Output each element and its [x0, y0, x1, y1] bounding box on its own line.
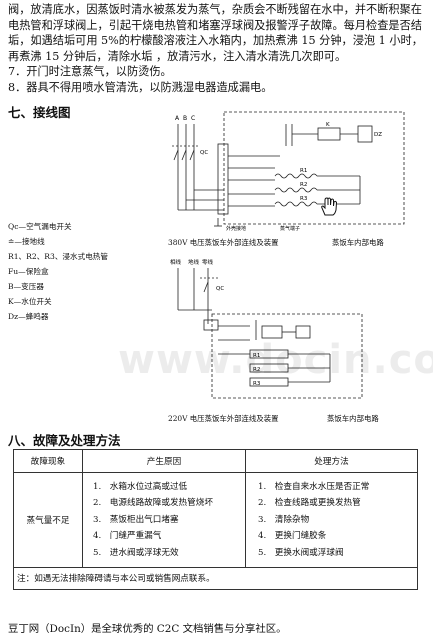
diagram1-caption-right: 蒸饭车内部电路	[332, 238, 384, 247]
header-cause: 产生原因	[82, 449, 246, 473]
legend-buzzer: Dz—蜂鸣器	[8, 312, 49, 321]
wiring-diagram-380v: A B C QC R1 R2 R3 K DZ 外壳接地 蒸气端子	[172, 111, 405, 232]
table-note-row: 注：如遇无法排除障碍请与本公司或销售网点联系。	[13, 566, 418, 590]
troubleshooting-heading: 八、故障及处理方法	[8, 433, 121, 448]
qc-label: QC	[200, 150, 208, 156]
ground-label: 外壳接地	[226, 225, 246, 232]
reasons-cell: 1. 水箱水位过高或过低 2. 电源线路故障或发热管烧坏 3. 蒸饭柜出气口堵塞…	[82, 472, 246, 568]
troubleshooting-table: 故障现象 产生原因 处理方法 蒸气量不足 1. 水箱水位过高或过低 2. 电源线…	[13, 449, 418, 590]
legend-qc: Qc—空气漏电开关	[8, 222, 72, 231]
top-label-ground: 地线	[188, 258, 200, 266]
reason-item: 2. 电源线路故障或发热管烧坏	[93, 498, 213, 509]
method-item: 5. 更换水阀或浮球阀	[258, 547, 344, 558]
wiring-diagram-220v: 相线 地线 零线 QC R1 R2 R3	[170, 258, 363, 399]
table-header-row: 故障现象 产生原因 处理方法	[13, 449, 418, 473]
legend-level-switch: K—水位开关	[8, 297, 52, 306]
phase-label-c: C	[191, 115, 195, 122]
reason-item: 5. 进水阀或浮球无效	[93, 547, 179, 558]
table-row: 蒸气量不足 1. 水箱水位过高或过低 2. 电源线路故障或发热管烧坏 3. 蒸饭…	[13, 472, 418, 568]
watermark: www.docin.com	[118, 337, 433, 383]
r3-label: R3	[300, 196, 308, 202]
reason-item: 4. 门缝严重漏气	[93, 531, 162, 542]
diagram2-caption-right: 蒸饭车内部电路	[327, 414, 379, 423]
wiring-heading: 七、接线图	[8, 105, 71, 120]
header-method: 处理方法	[245, 449, 418, 473]
legend-transformer: B—变压器	[8, 282, 44, 291]
reason-item: 1. 水箱水位过高或过低	[93, 482, 188, 492]
r2-label-2: R2	[253, 367, 260, 373]
instruction-item-8: 8．器具不得用喷水管清洗，以防溅湿电器造成漏电。	[8, 81, 273, 94]
symptom-cell: 蒸气量不足	[13, 472, 83, 568]
r1-label: R1	[300, 168, 307, 174]
note-cell: 注：如遇无法排除障碍请与本公司或销售网点联系。	[13, 566, 418, 590]
k-label: K	[326, 122, 330, 128]
reason-item: 3. 蒸饭柜出气口堵塞	[93, 514, 179, 525]
header-symptom: 故障现象	[13, 449, 83, 473]
footer-text: 豆丁网（DocIn）是全球优秀的 C2C 文档销售与分享社区。	[8, 623, 287, 635]
r3-label-2: R3	[253, 381, 261, 387]
method-item: 4. 更换门缝胶条	[258, 531, 327, 542]
diagram2-caption-left: 220V 电压蒸饭车外部连线及装置	[168, 414, 279, 423]
phase-label-b: B	[183, 115, 187, 122]
dz-label: DZ	[374, 132, 382, 138]
top-label-neutral: 零线	[202, 258, 214, 266]
instruction-item-7: 7．开门时注意蒸气，以防烫伤。	[8, 65, 172, 78]
qc2-label: QC	[216, 286, 224, 292]
r1-label-2: R1	[253, 353, 260, 359]
terminal-label: 蒸气端子	[280, 225, 300, 232]
diagram1-caption-left: 380V 电压蒸饭车外部连线及装置	[168, 238, 279, 247]
top-label-phase: 相线	[170, 258, 182, 266]
legend-ground: ≐—接地线	[8, 237, 45, 246]
instruction-paragraph: 阀，放清底水，因蒸饭时清水被蒸发为蒸气，杂质会不断残留在水中，并不断积聚在电热管…	[8, 3, 423, 63]
method-item: 1. 检查自来水水压是否正常	[258, 482, 370, 492]
method-item: 2. 检查线路或更换发热管	[258, 498, 361, 509]
method-item: 3. 清除杂物	[258, 514, 310, 525]
r2-label: R2	[300, 182, 307, 188]
legend-heaters: R1、R2、R3、浸水式电热管	[8, 252, 108, 261]
methods-cell: 1. 检查自来水水压是否正常 2. 检查线路或更换发热管 3. 清除杂物 4. …	[245, 472, 418, 568]
phase-label-a: A	[175, 115, 180, 122]
legend-fuse: Fu—保险盒	[8, 267, 49, 276]
cursor-hand-icon	[321, 197, 338, 216]
